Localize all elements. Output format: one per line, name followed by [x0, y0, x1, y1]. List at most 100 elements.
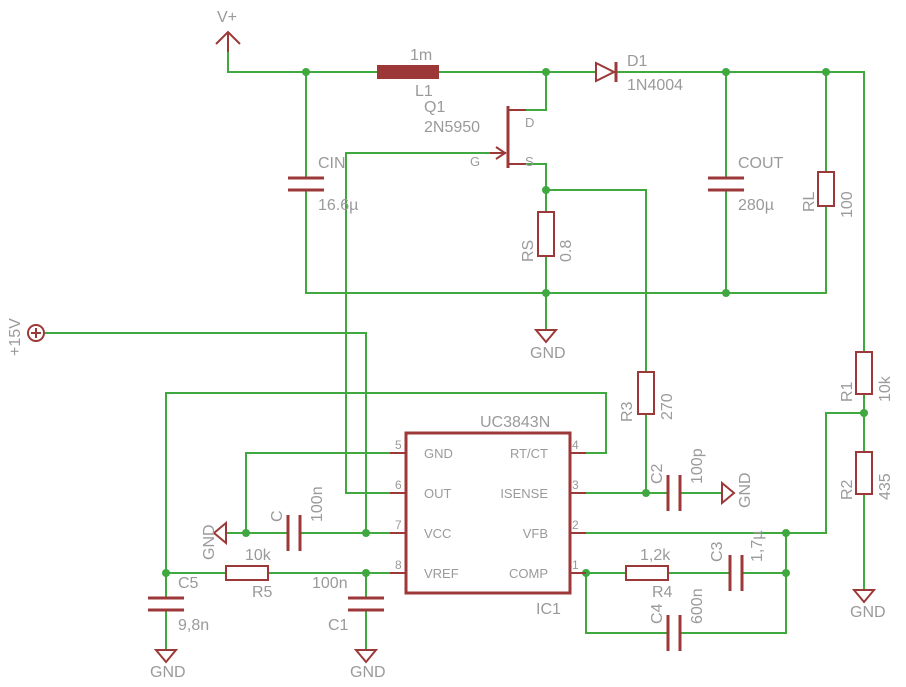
- resistor-body-icon: [625, 565, 669, 581]
- resistor-body-icon: [537, 211, 555, 257]
- diode-d1: D1 1N4004: [595, 53, 683, 94]
- q1-drain-label: D: [525, 115, 534, 130]
- ic-pin-name: GND: [424, 446, 453, 461]
- capacitor-cin: CIN 16.6µ: [288, 155, 358, 214]
- r4-name: R4: [652, 584, 673, 601]
- resistor-body-icon: [225, 565, 269, 581]
- resistor-body-icon: [855, 451, 873, 495]
- l1-name: L1: [415, 83, 433, 100]
- wire-source-r3: [545, 189, 647, 373]
- vplus-label: V+: [217, 9, 237, 26]
- wire-15v-vcc: [43, 332, 367, 534]
- c-name: C: [269, 510, 286, 522]
- junction-dot: [782, 569, 790, 577]
- ground-icon: [353, 649, 379, 664]
- gnd-label: GND: [150, 664, 186, 681]
- rs-value: 0.8: [558, 240, 575, 262]
- capacitor-c3: C3 1,7µ: [709, 531, 766, 591]
- r4-value: 1,2k: [640, 547, 671, 564]
- ground-icon: [533, 329, 559, 344]
- c3-name: C3: [709, 541, 726, 562]
- junctions: [162, 68, 868, 577]
- ic-part-label: UC3843N: [480, 414, 550, 431]
- cin-value: 16.6µ: [318, 197, 358, 214]
- ic-pin-number: 3: [572, 478, 579, 492]
- junction-dot: [302, 68, 310, 76]
- capacitor-c: C 100n: [269, 486, 326, 551]
- ground-c5: GND: [150, 649, 186, 681]
- junction-dot: [542, 186, 550, 194]
- gnd-label: GND: [350, 664, 386, 681]
- capacitor-plates-icon: [286, 515, 302, 551]
- junction-dot: [162, 569, 170, 577]
- ic-pin-number: 6: [395, 478, 402, 492]
- ic-pin-number: 5: [395, 438, 402, 452]
- ic-pin-name: VFB: [523, 526, 548, 541]
- resistor-r2: R2 435: [839, 451, 894, 500]
- d1-value: 1N4004: [627, 77, 683, 94]
- resistor-r3: R3 270: [619, 371, 676, 422]
- vin-symbol: +15V: [7, 318, 45, 356]
- ic-pin-number: 4: [572, 438, 579, 452]
- gnd-label: GND: [201, 524, 218, 560]
- d1-name: D1: [627, 53, 648, 70]
- jfet-leads-icon: [508, 109, 526, 165]
- junction-dot: [642, 489, 650, 497]
- wire-drain: [525, 71, 547, 111]
- wire-fb-right: [679, 532, 787, 634]
- c4-name: C4: [649, 603, 666, 624]
- capacitor-plates-icon: [666, 475, 682, 511]
- jfet-gate-arrow-icon: [490, 146, 507, 160]
- wire-rtct-c5: [165, 392, 607, 598]
- vplus-symbol: V+: [215, 9, 241, 52]
- junction-dot: [782, 529, 790, 537]
- diode-triangle-icon: [595, 61, 617, 83]
- resistor-body-icon: [817, 171, 835, 207]
- resistor-r1: R1 10k: [839, 351, 894, 402]
- ground-c2: GND: [721, 472, 754, 508]
- wire-gate-out: [345, 152, 491, 494]
- c5-value: 9,8n: [178, 617, 209, 634]
- capacitor-c1: 100n C1: [312, 575, 384, 634]
- junction-dot: [362, 529, 370, 537]
- capacitor-cout: COUT 280µ: [708, 155, 784, 214]
- ic-pin-name: VCC: [424, 526, 451, 541]
- capacitor-plates-icon: [348, 596, 384, 612]
- vin-label: +15V: [7, 318, 24, 356]
- ground-icon: [212, 520, 227, 546]
- q1-value: 2N5950: [424, 119, 480, 136]
- ground-icon: [851, 589, 877, 604]
- ic-uc3843n: UC3843N IC1 5 GND 6 OUT 7 VCC 8 VREF 4 R…: [390, 414, 586, 618]
- q1-name: Q1: [424, 99, 445, 116]
- rs-name: RS: [520, 240, 537, 262]
- capacitor-c5: C5 9,8n: [148, 575, 209, 634]
- ic-pin-name: RT/CT: [510, 446, 548, 461]
- ic-pin-name: OUT: [424, 486, 452, 501]
- jfet-q1: Q1 2N5950 D G S: [424, 99, 534, 169]
- ic-ref-label: IC1: [536, 601, 561, 618]
- gnd-label: GND: [737, 472, 754, 508]
- cin-name: CIN: [318, 155, 346, 172]
- ic-pin-name: COMP: [509, 566, 548, 581]
- c2-name: C2: [649, 463, 666, 484]
- wire-source: [525, 163, 547, 213]
- capacitor-plates-icon: [708, 176, 744, 192]
- r1-name: R1: [839, 381, 856, 402]
- ground-rs: GND: [530, 329, 566, 362]
- junction-dot: [722, 289, 730, 297]
- q1-gate-label: G: [470, 154, 480, 169]
- resistor-body-icon: [637, 371, 655, 415]
- c1-name: C1: [328, 617, 349, 634]
- resistor-rs: RS 0.8: [520, 211, 575, 262]
- c3-value: 1,7µ: [749, 531, 766, 562]
- l1-value: 1m: [410, 47, 432, 64]
- capacitor-plates-icon: [148, 596, 184, 612]
- junction-dot: [542, 289, 550, 297]
- gnd-label: GND: [530, 345, 566, 362]
- capacitor-plates-icon: [728, 555, 744, 591]
- junction-dot: [822, 68, 830, 76]
- ic-pin-number: 7: [395, 518, 402, 532]
- ground-r2: GND: [850, 589, 886, 621]
- capacitor-c4: C4 600n: [649, 588, 706, 651]
- junction-dot: [362, 569, 370, 577]
